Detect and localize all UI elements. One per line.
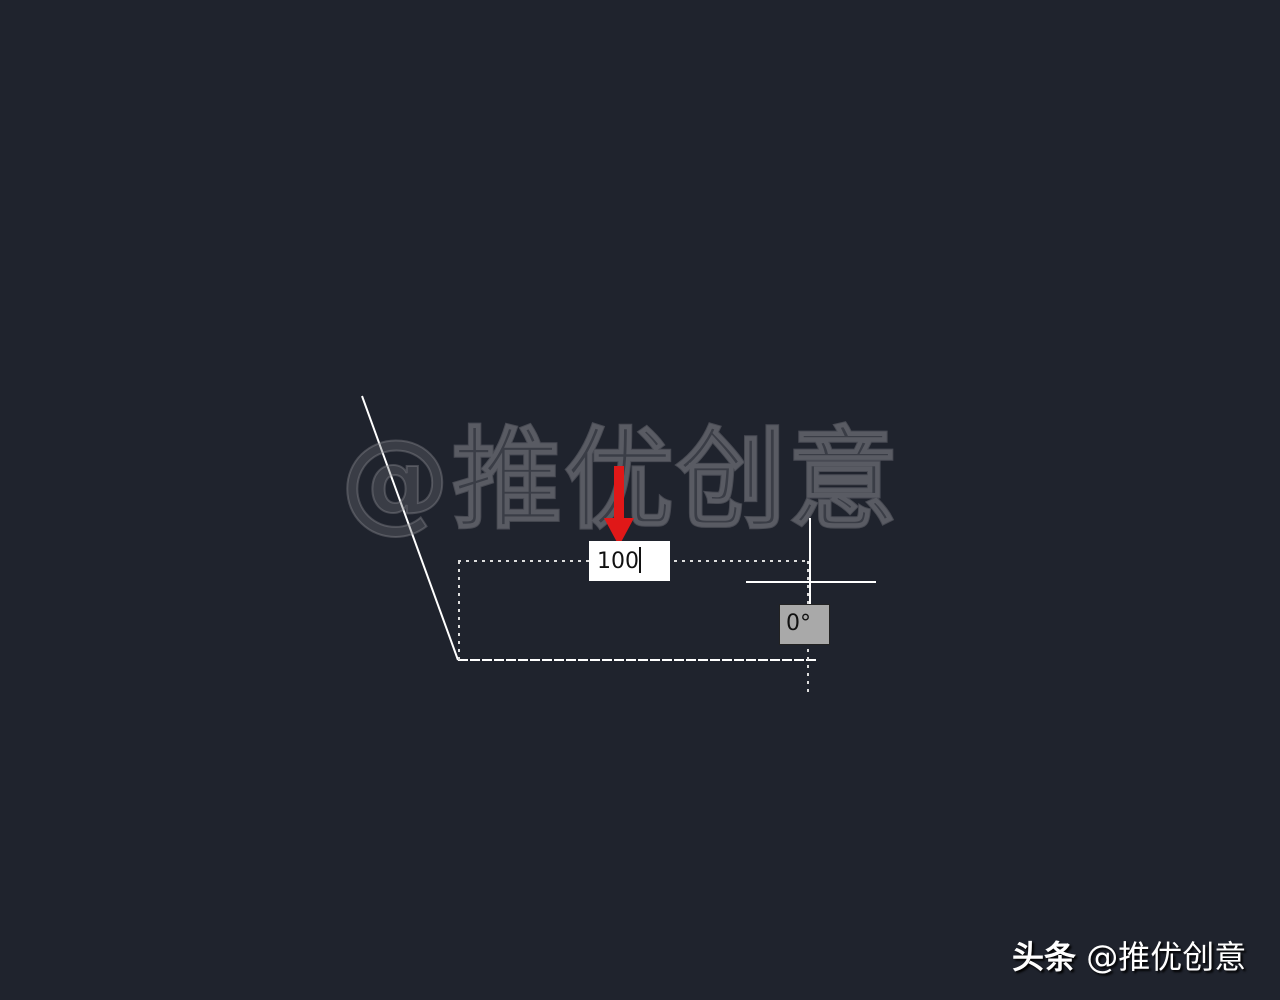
- angle-tooltip: 0°: [779, 604, 830, 645]
- footer-watermark: 头条 @推优创意: [1012, 932, 1246, 978]
- text-caret: [639, 547, 641, 573]
- dynamic-length-input[interactable]: 100: [589, 541, 670, 581]
- slanted-line: [361, 395, 459, 661]
- red-arrow-icon: [604, 466, 634, 546]
- length-value: 100: [597, 549, 639, 574]
- footer-handle: @推优创意: [1086, 938, 1247, 976]
- footer-brand: 头条: [1012, 938, 1077, 976]
